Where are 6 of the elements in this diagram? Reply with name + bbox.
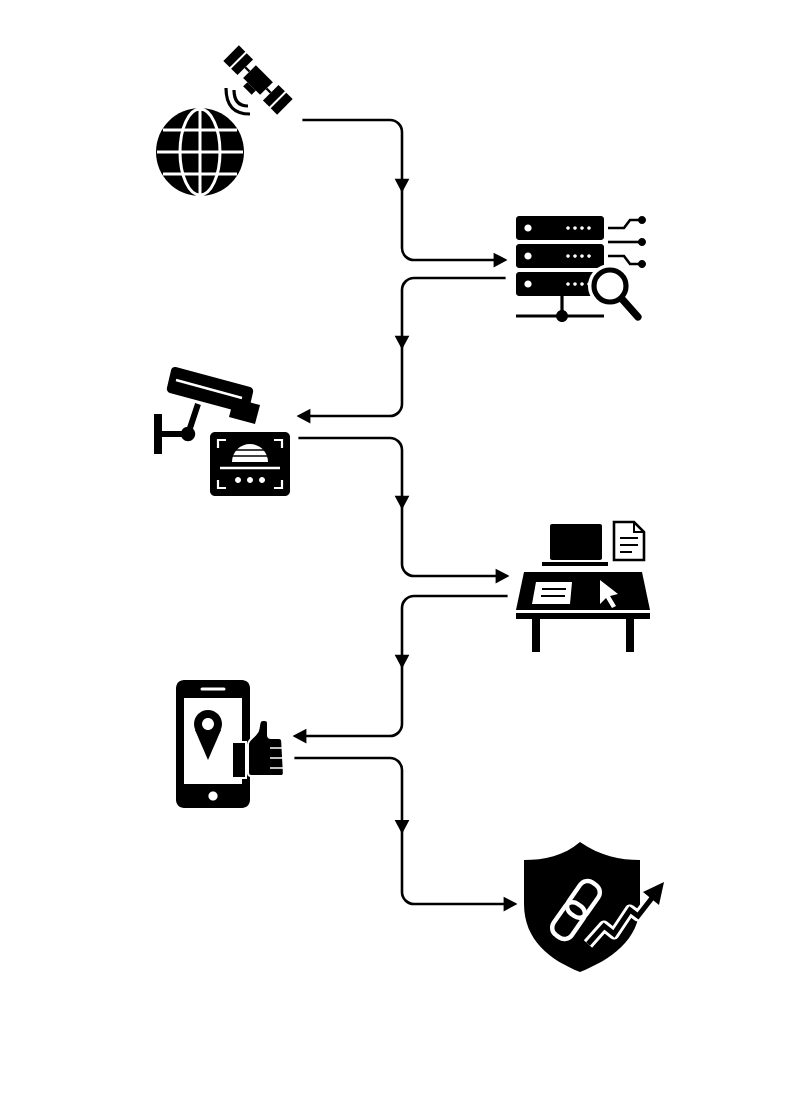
globe-satellite-icon	[156, 45, 293, 197]
camera-scanner-icon	[154, 366, 290, 496]
desk-computer-icon	[516, 520, 650, 652]
shield-chain-icon	[524, 842, 664, 972]
phone-thumbs-up-icon	[176, 680, 285, 808]
server-magnifier-icon	[516, 216, 646, 322]
